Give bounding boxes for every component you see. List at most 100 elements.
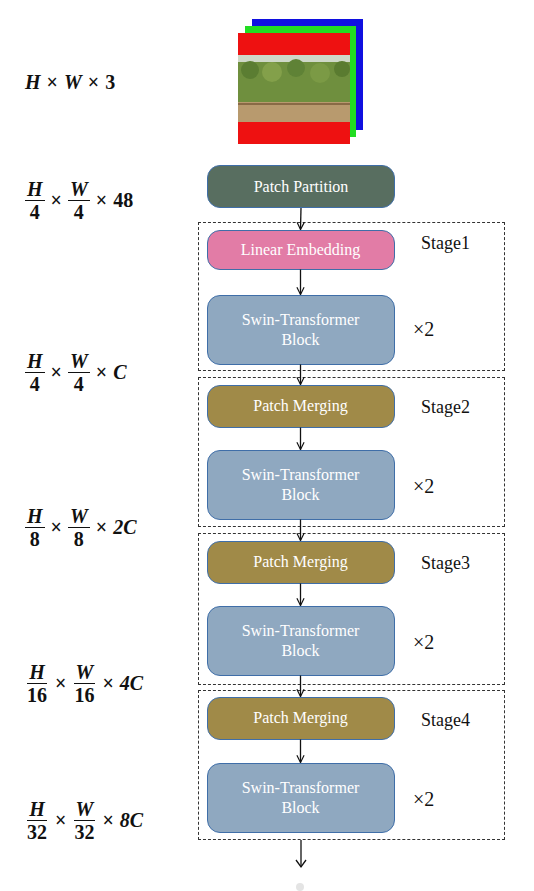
process-box: Patch Partition bbox=[207, 165, 395, 208]
dimension-label: W bbox=[61, 71, 85, 94]
dimension-label: 3 bbox=[102, 71, 118, 94]
dimension-label: × bbox=[44, 71, 61, 94]
process-box: Patch Merging bbox=[207, 385, 395, 428]
small-icon bbox=[296, 883, 304, 891]
box-label: Swin-Transformer Block bbox=[231, 465, 371, 505]
dimension-label: × bbox=[52, 809, 69, 832]
fraction: H4 bbox=[22, 179, 48, 222]
box-label: Patch Merging bbox=[253, 552, 347, 572]
dimension-label: 32 bbox=[25, 821, 49, 842]
stage-frame: Stage1 Linear EmbeddingSwin-Transformer B… bbox=[198, 222, 505, 371]
flow-arrow bbox=[300, 740, 301, 763]
flow-arrow bbox=[300, 676, 301, 697]
dimension-label: 32 bbox=[72, 821, 96, 842]
dimension-label: W bbox=[74, 799, 96, 821]
dimension-label: × bbox=[48, 516, 65, 539]
block-box: Swin-Transformer Block bbox=[207, 450, 395, 520]
fraction: W32 bbox=[69, 799, 99, 842]
dimension-label: 8 bbox=[28, 528, 42, 549]
photo-foliage bbox=[310, 63, 330, 83]
dimension-label: 2C bbox=[110, 516, 139, 539]
photo-foliage bbox=[241, 61, 259, 79]
dimension-label: 4 bbox=[72, 373, 86, 394]
dimension-row: H32×W32×8C bbox=[22, 799, 146, 842]
dimension-label: 4C bbox=[117, 672, 146, 695]
fraction: H8 bbox=[22, 506, 48, 549]
dimension-row: H4×W4×48 bbox=[22, 179, 136, 222]
dimension-label: H bbox=[27, 799, 47, 821]
dimension-label: 48 bbox=[110, 189, 136, 212]
box-label: Patch Partition bbox=[254, 177, 349, 197]
dimension-label: 8 bbox=[72, 528, 86, 549]
box-label: Swin-Transformer Block bbox=[231, 621, 371, 661]
output-arrow-head bbox=[296, 860, 306, 867]
photo-foliage bbox=[262, 62, 282, 82]
fraction: W4 bbox=[65, 179, 93, 222]
block-box: Swin-Transformer Block bbox=[207, 606, 395, 676]
dimension-label: × bbox=[52, 672, 69, 695]
photo-foliage bbox=[334, 61, 350, 77]
fraction: H4 bbox=[22, 351, 48, 394]
block-box: Swin-Transformer Block bbox=[207, 295, 395, 365]
dimension-label: 8C bbox=[117, 809, 146, 832]
dimension-label: × bbox=[99, 672, 116, 695]
repeat-count: ×2 bbox=[413, 631, 434, 654]
box-label: Swin-Transformer Block bbox=[231, 778, 371, 818]
fraction: W16 bbox=[69, 662, 99, 705]
dimension-label: × bbox=[99, 809, 116, 832]
dimension-label: H bbox=[25, 351, 45, 373]
dimension-label: C bbox=[110, 361, 129, 384]
dimension-label: W bbox=[74, 662, 96, 684]
dimension-row: H8×W8×2C bbox=[22, 506, 140, 549]
stage-label: Stage3 bbox=[421, 553, 470, 574]
dimension-label: 4 bbox=[28, 373, 42, 394]
flow-arrow bbox=[300, 270, 301, 295]
fraction: W4 bbox=[65, 351, 93, 394]
repeat-count: ×2 bbox=[413, 788, 434, 811]
dimension-label: H bbox=[25, 506, 45, 528]
repeat-count: ×2 bbox=[413, 475, 434, 498]
dimension-label: × bbox=[48, 189, 65, 212]
dimension-label: W bbox=[68, 179, 90, 201]
fraction: H16 bbox=[22, 662, 52, 705]
flow-arrow bbox=[300, 584, 301, 606]
box-label: Swin-Transformer Block bbox=[231, 310, 371, 350]
stage-label: Stage2 bbox=[421, 397, 470, 418]
stage-frame: Stage2 Patch MergingSwin-Transformer Bloc… bbox=[198, 377, 505, 527]
flow-arrow bbox=[300, 208, 302, 230]
dimension-label: × bbox=[93, 361, 110, 384]
dimension-label: W bbox=[68, 506, 90, 528]
flow-arrow bbox=[300, 428, 301, 450]
box-label: Patch Merging bbox=[253, 708, 347, 728]
photo-ground bbox=[238, 102, 350, 122]
dimension-label: × bbox=[85, 71, 102, 94]
dimension-label: H bbox=[22, 71, 44, 94]
dimension-label: 16 bbox=[72, 684, 96, 705]
block-box: Swin-Transformer Block bbox=[207, 763, 395, 833]
dimension-label: × bbox=[93, 516, 110, 539]
dimension-label: 4 bbox=[28, 201, 42, 222]
dimension-label: 16 bbox=[25, 684, 49, 705]
photo-foliage bbox=[287, 59, 305, 77]
stage-label: Stage1 bbox=[421, 233, 470, 254]
process-box: Linear Embedding bbox=[207, 230, 395, 270]
box-label: Patch Merging bbox=[253, 396, 347, 416]
repeat-count: ×2 bbox=[413, 318, 434, 341]
flow-arrow bbox=[300, 365, 301, 385]
dimension-label: × bbox=[93, 189, 110, 212]
dimension-row: H4×W4×C bbox=[22, 351, 130, 394]
red-channel bbox=[238, 33, 350, 144]
box-label: Linear Embedding bbox=[241, 240, 361, 260]
dimension-label: H bbox=[25, 179, 45, 201]
flow-arrow bbox=[300, 520, 301, 541]
dimension-label: 4 bbox=[72, 201, 86, 222]
stage-label: Stage4 bbox=[421, 710, 470, 731]
process-box: Patch Merging bbox=[207, 541, 395, 584]
dimension-label: H bbox=[27, 662, 47, 684]
process-box: Patch Merging bbox=[207, 697, 395, 740]
stage-frame: Stage3 Patch MergingSwin-Transformer Bloc… bbox=[198, 533, 505, 685]
photo-trellis bbox=[238, 103, 350, 105]
